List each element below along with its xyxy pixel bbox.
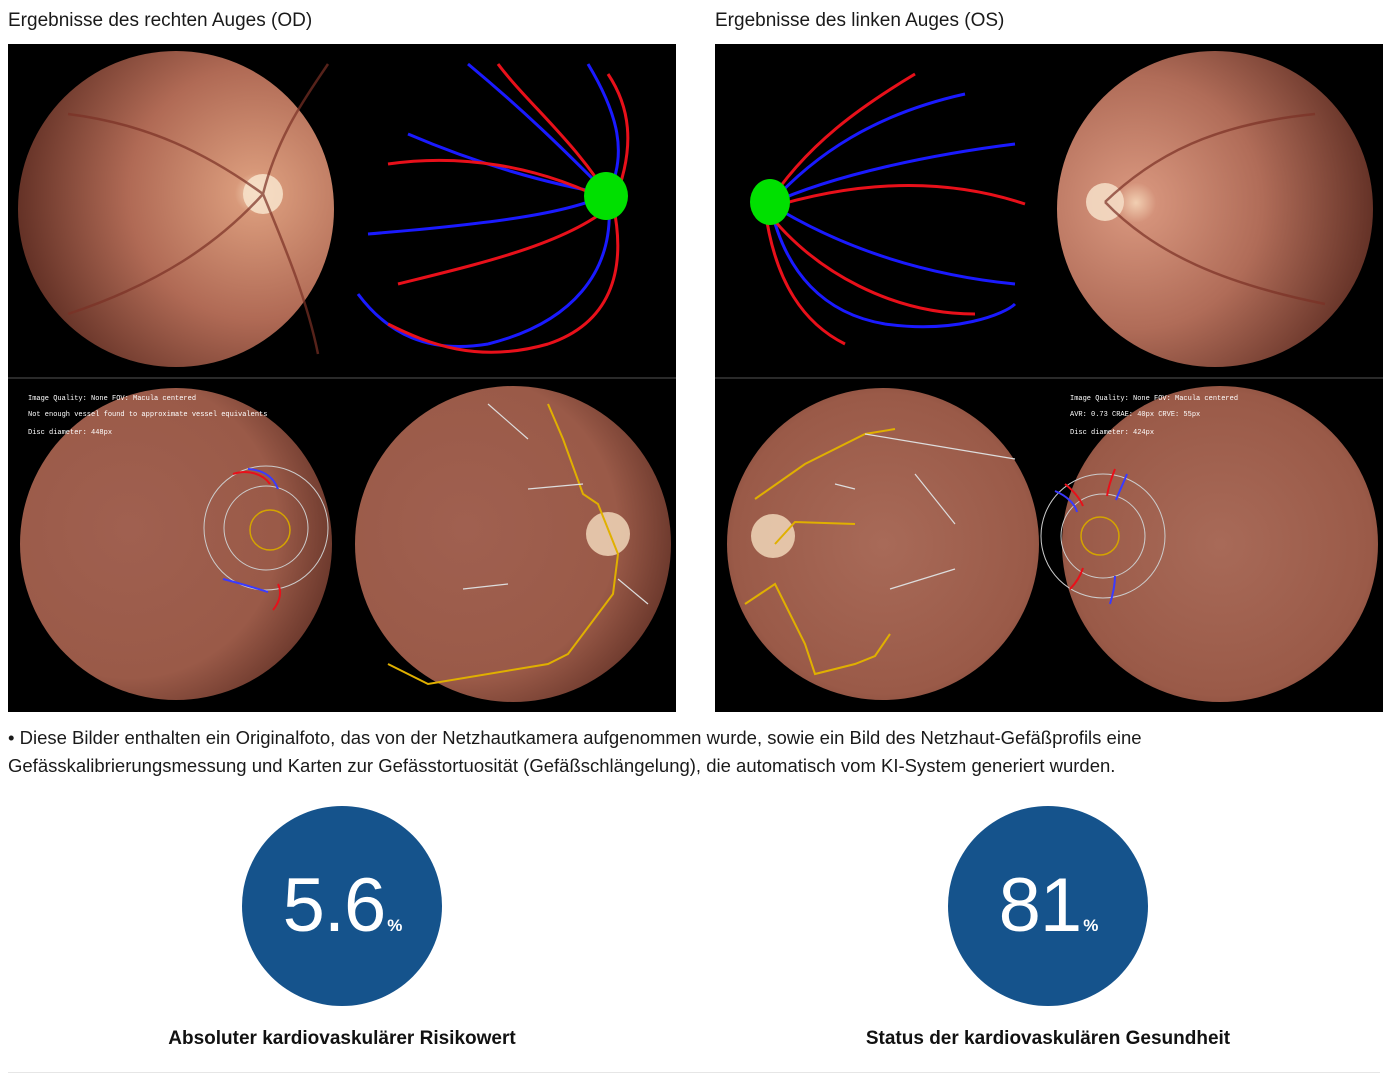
vessel-calibration-od: Image Quality: None FOV: Macula centered… — [20, 388, 332, 700]
od-overlay-line-3: Disc diameter: 448px — [28, 429, 112, 437]
right-eye-results-image: Image Quality: None FOV: Macula centered… — [8, 44, 676, 712]
original-photo-os — [1057, 51, 1373, 367]
vessel-map-od — [356, 62, 630, 354]
tortuosity-map-os — [727, 388, 1039, 700]
os-overlay-line-2: AVR: 0.73 CRAE: 40px CRVE: 55px — [1070, 411, 1200, 419]
od-overlay-line-1: Image Quality: None FOV: Macula centered — [28, 395, 196, 403]
left-eye-title: Ergebnisse des linken Auges (OS) — [715, 10, 1005, 31]
os-overlay-line-3: Disc diameter: 424px — [1070, 429, 1154, 437]
right-eye-title: Ergebnisse des rechten Auges (OD) — [8, 10, 313, 31]
cv-health-status-metric: 81% Status der kardiovaskulären Gesundhe… — [798, 806, 1298, 1050]
od-overlay-line-2: Not enough vessel found to approximate v… — [28, 411, 267, 419]
health-value-circle: 81% — [948, 806, 1148, 1006]
health-label: Status der kardiovaskulären Gesundheit — [865, 1028, 1231, 1049]
health-value: 81 — [998, 863, 1083, 948]
os-overlay-line-1: Image Quality: None FOV: Macula centered — [1070, 395, 1238, 403]
left-eye-results-image: Image Quality: None FOV: Macula centered… — [715, 44, 1383, 712]
risk-value: 5.6 — [282, 863, 387, 948]
divider — [8, 1072, 1380, 1073]
absolute-cv-risk-metric: 5.6% Absoluter kardiovaskulärer Risikowe… — [92, 806, 592, 1050]
risk-unit: % — [387, 916, 402, 935]
original-photo-od — [18, 51, 334, 367]
health-unit: % — [1083, 916, 1098, 935]
risk-value-circle: 5.6% — [242, 806, 442, 1006]
vessel-calibration-os: Image Quality: None FOV: Macula centered… — [1040, 386, 1378, 702]
images-description: • Diese Bilder enthalten ein Originalfot… — [8, 727, 1142, 776]
risk-label: Absoluter kardiovaskulärer Risikowert — [168, 1028, 516, 1049]
tortuosity-map-od — [355, 386, 671, 702]
vessel-map-os — [750, 72, 1026, 346]
